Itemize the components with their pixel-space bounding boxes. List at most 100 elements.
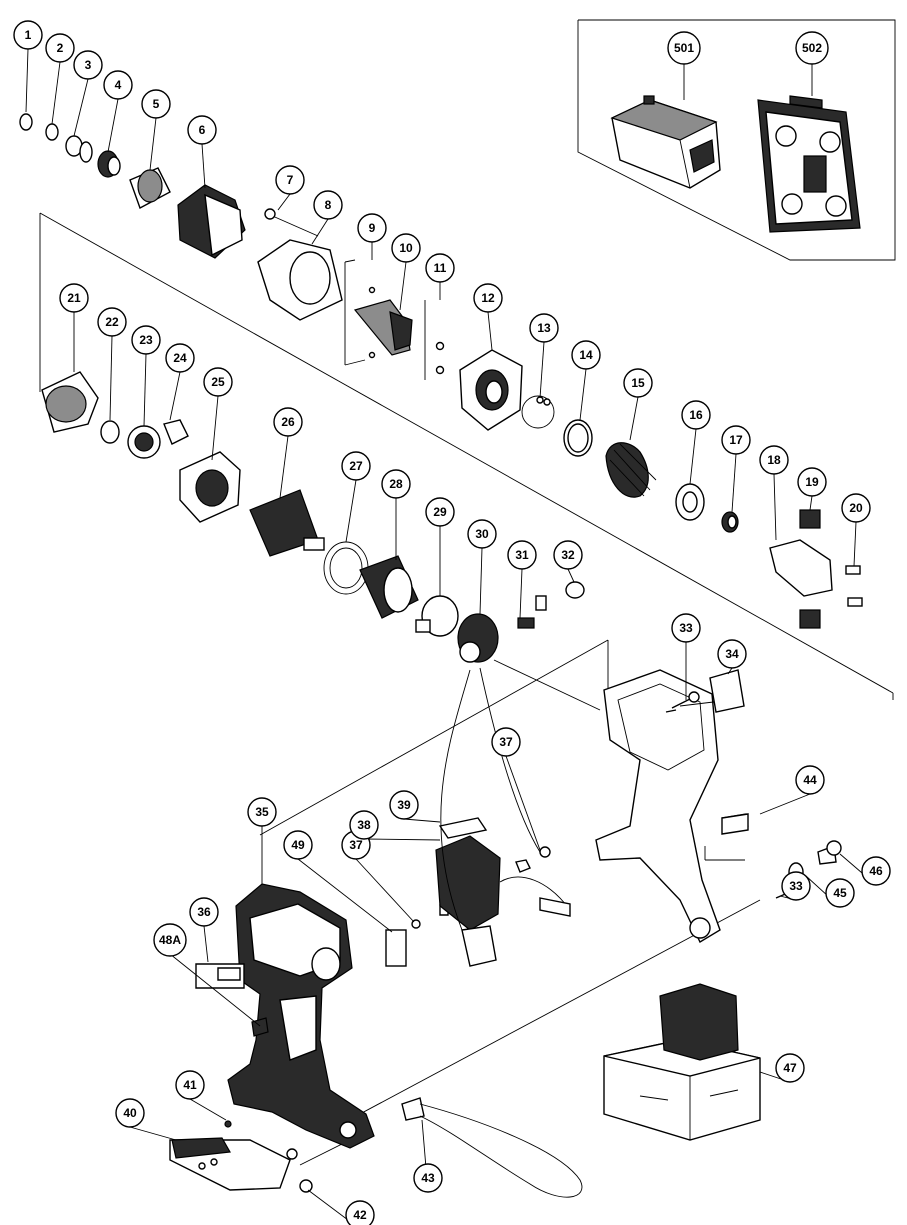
callout-44[interactable]: 44 bbox=[795, 765, 825, 795]
callout-number: 6 bbox=[199, 123, 206, 137]
leader-line-39 bbox=[403, 818, 441, 823]
callout-9[interactable]: 9 bbox=[357, 213, 387, 243]
callout-bubble bbox=[721, 425, 751, 455]
callout-5[interactable]: 5 bbox=[141, 89, 171, 119]
callout-number: 30 bbox=[475, 527, 489, 541]
callout-bubble bbox=[717, 639, 747, 669]
callout-18[interactable]: 18 bbox=[759, 445, 789, 475]
callout-bubble bbox=[781, 871, 811, 901]
callout-32[interactable]: 32 bbox=[553, 540, 583, 570]
callout-24[interactable]: 24 bbox=[165, 343, 195, 373]
callout-number: 12 bbox=[481, 291, 495, 305]
callout-number: 29 bbox=[433, 505, 447, 519]
callout-12[interactable]: 12 bbox=[473, 283, 503, 313]
callout-bubble bbox=[529, 313, 559, 343]
callout-28[interactable]: 28 bbox=[381, 469, 411, 499]
callout-number: 502 bbox=[802, 41, 822, 55]
callout-25[interactable]: 25 bbox=[203, 367, 233, 397]
callout-number: 46 bbox=[869, 864, 883, 878]
callout-35[interactable]: 35 bbox=[247, 797, 277, 827]
callout-number: 36 bbox=[197, 905, 211, 919]
callout-4[interactable]: 4 bbox=[103, 70, 133, 100]
callout-29[interactable]: 29 bbox=[425, 497, 455, 527]
callout-number: 501 bbox=[674, 41, 694, 55]
leader-line-26 bbox=[279, 435, 289, 499]
callout-19[interactable]: 19 bbox=[797, 467, 827, 497]
callout-38[interactable]: 38 bbox=[349, 810, 379, 840]
front-parts-row bbox=[19, 113, 523, 431]
callout-bubble bbox=[841, 493, 871, 523]
callout-17[interactable]: 17 bbox=[721, 425, 751, 455]
left-housing-half bbox=[195, 883, 407, 1149]
callout-8[interactable]: 8 bbox=[313, 190, 343, 220]
callout-47[interactable]: 47 bbox=[775, 1053, 805, 1083]
callout-bubble bbox=[473, 283, 503, 313]
leader-line-4 bbox=[107, 98, 119, 153]
callout-49[interactable]: 49 bbox=[283, 830, 313, 860]
callout-bubble bbox=[391, 233, 421, 263]
callout-bubble bbox=[59, 283, 89, 313]
callout-number: 2 bbox=[57, 41, 64, 55]
callout-43[interactable]: 43 bbox=[413, 1163, 443, 1193]
callout-bubble bbox=[667, 31, 701, 65]
callout-40[interactable]: 40 bbox=[115, 1098, 145, 1128]
leader-line-13 bbox=[539, 341, 545, 399]
callout-46[interactable]: 46 bbox=[861, 856, 891, 886]
callout-16[interactable]: 16 bbox=[681, 400, 711, 430]
callout-48A[interactable]: 48A bbox=[153, 923, 187, 957]
callout-bubble bbox=[681, 400, 711, 430]
callout-42[interactable]: 42 bbox=[345, 1200, 375, 1225]
callout-45[interactable]: 45 bbox=[825, 878, 855, 908]
callout-number: 33 bbox=[789, 879, 803, 893]
callout-number: 33 bbox=[679, 621, 693, 635]
callout-502[interactable]: 502 bbox=[795, 31, 829, 65]
callout-27[interactable]: 27 bbox=[341, 451, 371, 481]
callout-14[interactable]: 14 bbox=[571, 340, 601, 370]
callout-3[interactable]: 3 bbox=[73, 50, 103, 80]
callout-6[interactable]: 6 bbox=[187, 115, 217, 145]
callout-bubble bbox=[413, 1163, 443, 1193]
callout-bubble bbox=[623, 368, 653, 398]
callout-30[interactable]: 30 bbox=[467, 519, 497, 549]
callout-number: 7 bbox=[287, 173, 294, 187]
callout-39[interactable]: 39 bbox=[389, 790, 419, 820]
callout-number: 20 bbox=[849, 501, 863, 515]
callout-11[interactable]: 11 bbox=[425, 253, 455, 283]
callout-1[interactable]: 1 bbox=[13, 20, 43, 50]
callout-bubble bbox=[45, 33, 75, 63]
callout-20[interactable]: 20 bbox=[841, 493, 871, 523]
leader-line-27 bbox=[345, 479, 357, 543]
callout-bubble bbox=[275, 165, 305, 195]
callout-33[interactable]: 33 bbox=[781, 871, 811, 901]
callout-2[interactable]: 2 bbox=[45, 33, 75, 63]
callout-number: 3 bbox=[85, 58, 92, 72]
callout-33[interactable]: 33 bbox=[671, 613, 701, 643]
leader-line-40 bbox=[129, 1126, 177, 1141]
callout-22[interactable]: 22 bbox=[97, 307, 127, 337]
callout-36[interactable]: 36 bbox=[189, 897, 219, 927]
callout-34[interactable]: 34 bbox=[717, 639, 747, 669]
callout-number: 40 bbox=[123, 1106, 137, 1120]
callout-number: 38 bbox=[357, 818, 371, 832]
callout-15[interactable]: 15 bbox=[623, 368, 653, 398]
callout-bubble bbox=[467, 519, 497, 549]
leader-line-3 bbox=[73, 78, 89, 137]
callout-number: 22 bbox=[105, 315, 119, 329]
callout-7[interactable]: 7 bbox=[275, 165, 305, 195]
callout-501[interactable]: 501 bbox=[667, 31, 701, 65]
callout-bubble bbox=[313, 190, 343, 220]
callout-41[interactable]: 41 bbox=[175, 1070, 205, 1100]
leader-line-12 bbox=[487, 311, 493, 351]
callout-bubble bbox=[283, 830, 313, 860]
callout-26[interactable]: 26 bbox=[273, 407, 303, 437]
callout-23[interactable]: 23 bbox=[131, 325, 161, 355]
callout-number: 44 bbox=[803, 773, 817, 787]
callout-bubble bbox=[491, 727, 521, 757]
callout-31[interactable]: 31 bbox=[507, 540, 537, 570]
callout-37[interactable]: 37 bbox=[491, 727, 521, 757]
callout-13[interactable]: 13 bbox=[529, 313, 559, 343]
callout-number: 31 bbox=[515, 548, 529, 562]
callout-10[interactable]: 10 bbox=[391, 233, 421, 263]
callout-21[interactable]: 21 bbox=[59, 283, 89, 313]
charger-illustration bbox=[610, 95, 721, 189]
